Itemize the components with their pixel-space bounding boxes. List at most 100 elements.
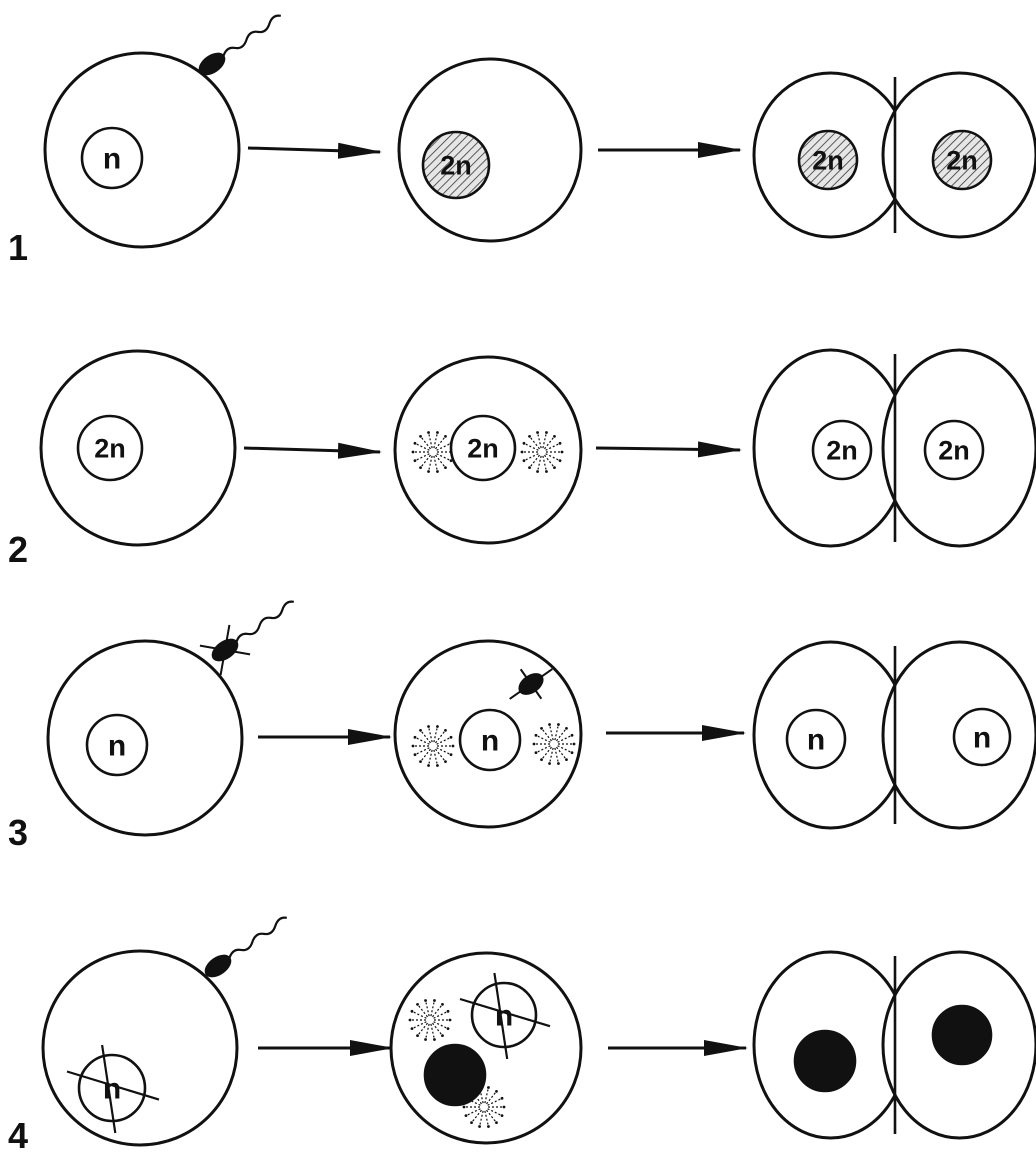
aster-dot: [470, 1121, 473, 1125]
aster-dot: [502, 1105, 506, 1109]
aster-dot: [536, 470, 539, 473]
nucleus-label: 2n: [812, 145, 844, 175]
aster-dot: [520, 450, 524, 454]
aster-dot: [416, 1002, 419, 1006]
nucleus-membrane: [931, 129, 993, 191]
nucleus-membrane: [76, 414, 144, 482]
nucleus-label: 2n: [826, 435, 858, 465]
aster-dot: [532, 742, 536, 746]
aster-dot: [441, 1002, 444, 1006]
aster-dot: [478, 1125, 481, 1128]
aster-dot: [540, 758, 543, 762]
row1-arrow-1: [247, 142, 382, 159]
aster-dot: [413, 459, 417, 463]
sperm-tail: [235, 600, 294, 643]
aster-dot: [522, 459, 526, 463]
nucleus-membrane: [77, 1053, 147, 1123]
aster-dot: [413, 441, 417, 445]
row4-stage2-nucleus: n: [423, 1043, 487, 1107]
aster-dot: [444, 760, 447, 764]
nucleus-membrane: [458, 708, 522, 772]
row-label-3: 3: [8, 812, 29, 853]
row4-stage3-nucleus-2: n: [931, 1004, 993, 1066]
aster-dot: [427, 764, 430, 767]
sperm-tail: [222, 14, 281, 57]
row2-aster-icon-2: [520, 431, 564, 473]
aster-dot: [528, 466, 531, 470]
row1-two-cell-embryo: [752, 71, 1036, 239]
nucleus-membrane: [80, 126, 144, 190]
row4-stage2-nucleus: n: [459, 972, 551, 1060]
row2-stage2-nucleus: 2n: [449, 414, 517, 482]
row1-stage3-nucleus-2: 2n: [931, 129, 993, 191]
row3-stage3-nucleus-2: n: [952, 707, 1012, 767]
row4-sperm-icon: [204, 916, 287, 978]
aster-dot: [522, 441, 526, 445]
row2-two-cell-embryo: [752, 348, 1036, 548]
aster-dot: [557, 723, 560, 726]
nucleus-label: n: [495, 1000, 513, 1033]
aster-dot: [534, 751, 538, 755]
row1-sperm-icon: [198, 14, 281, 76]
row4-aster-icon-1: [408, 999, 452, 1041]
aster-dot: [444, 434, 447, 438]
aster-dot: [411, 744, 415, 748]
nucleus-label: 2n: [938, 435, 970, 465]
aster-dot: [464, 1114, 468, 1118]
aster-dot: [433, 999, 436, 1002]
nucleus-label: n: [816, 1046, 834, 1079]
aster-dot: [416, 1034, 419, 1038]
nucleus-label: n: [973, 722, 991, 755]
aster-dot: [436, 470, 439, 473]
aster-dot: [436, 431, 439, 434]
aster-dot: [545, 470, 548, 473]
aster-dot: [540, 726, 543, 730]
nucleus-cross-line: [101, 1044, 117, 1134]
aster-dot: [534, 733, 538, 737]
row4-egg-cell: [41, 949, 239, 1147]
aster-dot: [545, 431, 548, 434]
aster-dot: [495, 1121, 498, 1125]
nucleus-label: 2n: [94, 433, 126, 463]
nucleus-label: n: [103, 143, 121, 176]
nucleus-cross-line: [459, 997, 551, 1028]
nucleus-membrane: [421, 130, 491, 200]
row3-aster-icon-2: [532, 723, 576, 765]
aster-dot: [558, 441, 562, 445]
aster-dot: [553, 466, 556, 470]
nucleus-membrane: [85, 713, 149, 777]
aster-dot: [427, 725, 430, 728]
row1-stage3-nucleus-1: 2n: [797, 129, 859, 191]
nucleus-cross-line: [66, 1070, 160, 1101]
sperm-head: [198, 52, 226, 76]
aster-dot: [444, 728, 447, 732]
row4-zygote-cell: [389, 951, 583, 1145]
aster-dot: [419, 728, 422, 732]
sperm-head: [204, 954, 232, 978]
aster-dot: [449, 735, 453, 739]
row2-arrow-1: [243, 442, 382, 459]
row3-stage1-nucleus: n: [85, 713, 149, 777]
aster-dot: [419, 434, 422, 438]
aster-dot: [441, 1034, 444, 1038]
aster-dot: [487, 1125, 490, 1128]
aster-dot: [572, 742, 576, 746]
nucleus-membrane: [952, 707, 1012, 767]
sperm-tail: [228, 916, 287, 959]
aster-dot: [570, 733, 574, 737]
aster-dot: [446, 1009, 450, 1013]
aster-dot: [410, 1009, 414, 1013]
aster-dot: [548, 723, 551, 726]
nucleus-membrane: [931, 1004, 993, 1066]
aster-dot: [411, 450, 415, 454]
aster-dot: [558, 459, 562, 463]
aster-dot: [548, 762, 551, 765]
row-label-2: 2: [8, 529, 29, 570]
aster-dot: [413, 735, 417, 739]
nucleus-label: 2n: [946, 145, 978, 175]
row3-sperm-icon: [199, 600, 294, 676]
aster-dot: [500, 1096, 504, 1100]
aster-dot: [565, 726, 568, 730]
